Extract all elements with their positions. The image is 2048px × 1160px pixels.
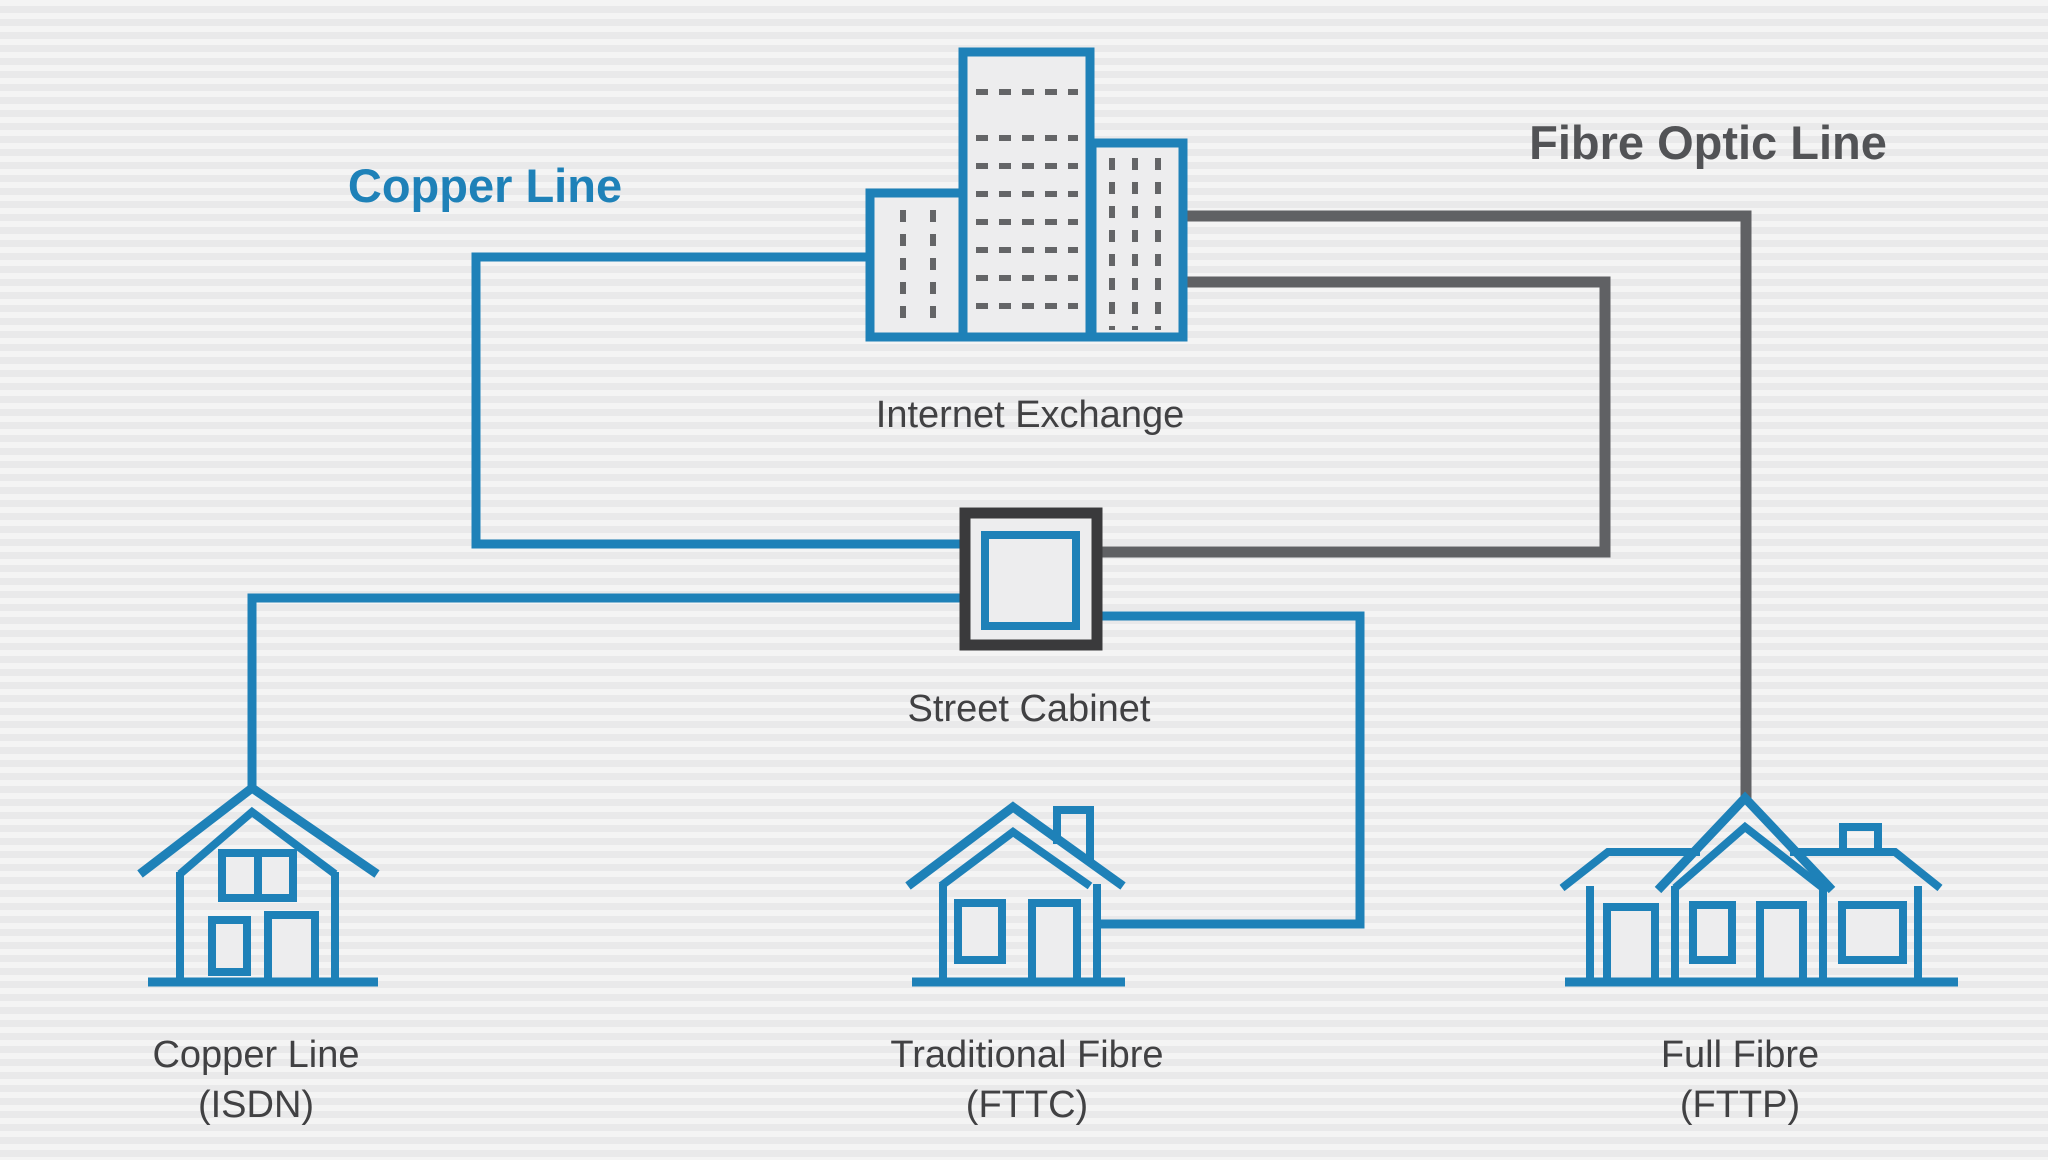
isdn-roof-inner [177, 806, 338, 878]
house-fttc-caption-line2: (FTTC) [965, 1084, 1089, 1126]
exchange-left-building [865, 188, 968, 342]
fttc-window [954, 899, 1006, 964]
fttp-front-door [1756, 901, 1807, 986]
house-fttp-icon [1559, 791, 1958, 987]
street-cabinet-icon [959, 507, 1103, 651]
exchange-left-windows [900, 210, 936, 330]
fttp-gable-outer [1654, 791, 1836, 894]
copper-line-heading: Copper Line [347, 159, 623, 212]
house-fttp-caption: Full Fibre (FTTP) [1661, 1030, 1819, 1130]
copper-line-exchange-to-cabinet [471, 252, 965, 549]
house-fttp-caption-line1: Full Fibre [1660, 1034, 1820, 1076]
house-fttc-caption: Traditional Fibre (FTTC) [890, 1030, 1163, 1130]
fttp-right-wing-roof [1790, 848, 1943, 892]
fttc-roof-outer [905, 801, 1126, 890]
house-fttc-caption-line1: Traditional Fibre [890, 1034, 1164, 1076]
copper-line-cabinet-to-isdn-house [247, 593, 965, 792]
fibre-line-exchange-to-fttp-house [1183, 210, 1752, 800]
fttp-right-window [1838, 901, 1907, 964]
fttc-roof-inner [938, 827, 1093, 890]
house-fttc-icon [905, 801, 1126, 987]
fttc-door [1028, 899, 1081, 986]
isdn-small-window [208, 916, 251, 976]
exchange-center-windows [976, 89, 1078, 309]
fttp-left-wing-roof [1559, 848, 1700, 892]
internet-exchange-label: Internet Exchange [875, 394, 1185, 436]
fibre-line-exchange-to-cabinet [1097, 276, 1611, 558]
fibre-optic-line-heading: Fibre Optic Line [1529, 116, 1887, 169]
fttp-center-window [1689, 901, 1736, 964]
fttp-garage-door [1603, 903, 1659, 986]
cabinet-inner-box [981, 531, 1080, 630]
exchange-right-windows [1109, 158, 1161, 330]
fttp-chimney [1839, 823, 1882, 856]
house-isdn-caption-line2: (ISDN) [197, 1084, 315, 1126]
internet-exchange-icon [865, 47, 1188, 342]
copper-line-cabinet-to-fttc-house [1097, 611, 1365, 929]
house-isdn-icon [137, 782, 380, 987]
fttc-chimney [1053, 806, 1094, 864]
house-fttp-caption-line2: (FTTP) [1679, 1084, 1801, 1126]
house-isdn-caption-line1: Copper Line [152, 1034, 360, 1076]
street-cabinet-label: Street Cabinet [907, 688, 1151, 730]
house-isdn-caption: Copper Line (ISDN) [152, 1030, 359, 1130]
isdn-roof-outer [137, 782, 380, 878]
fttp-gable-inner [1672, 821, 1826, 892]
isdn-door [264, 911, 319, 986]
